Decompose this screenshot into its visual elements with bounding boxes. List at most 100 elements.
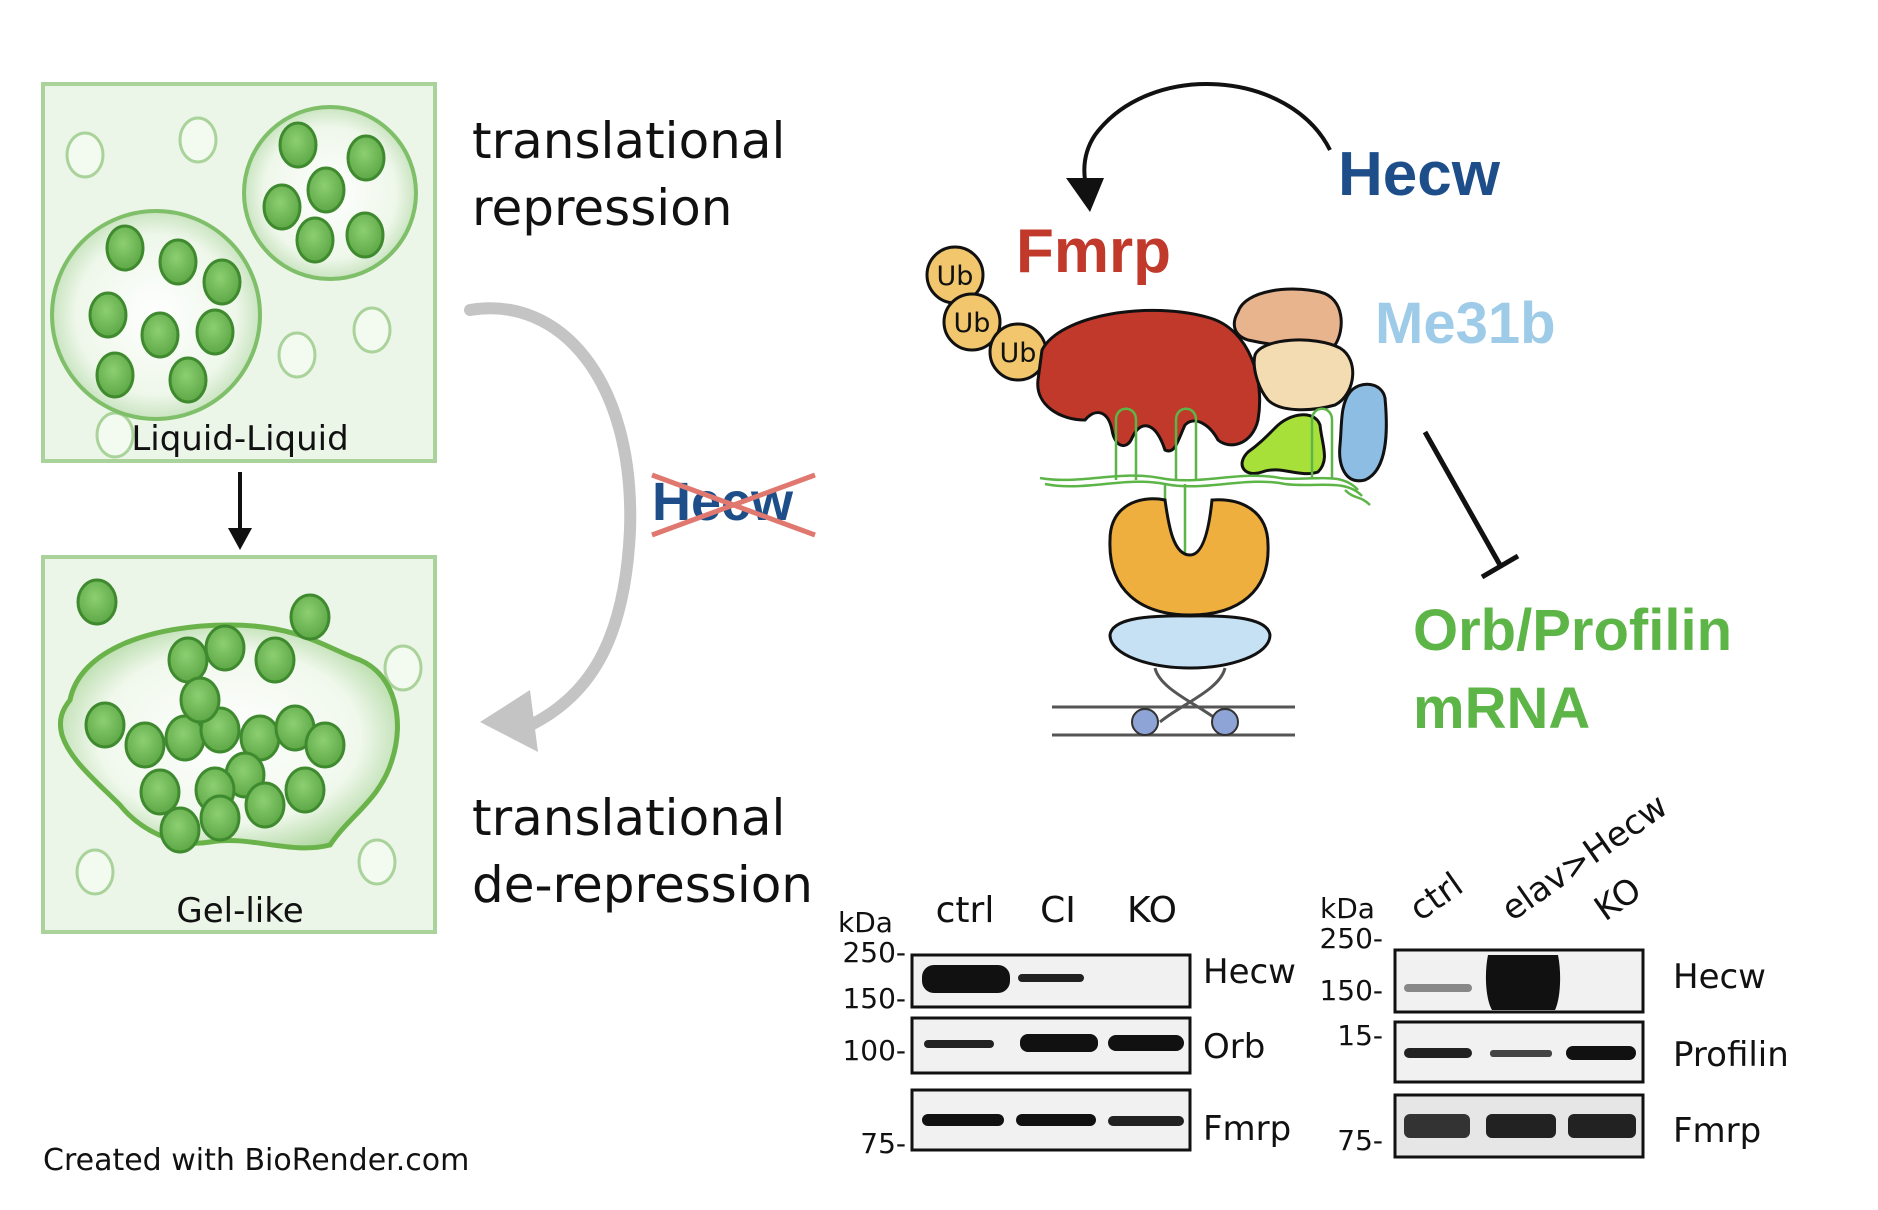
lane-elav-hecw: elav>Hecw [1494,786,1675,929]
down-arrow [228,472,252,550]
cross-line-2 [651,472,816,538]
lane-ci: CI [1040,890,1076,931]
band-fmrp-elav [1486,1114,1556,1138]
band-hecw-ci [1018,974,1084,982]
fmrp-label: Fmrp [1016,217,1171,286]
band-fmrp-ctrl [922,1114,1004,1126]
panel-label-liquid: Liquid-Liquid [131,419,348,459]
curved-transition-arrow [464,302,637,752]
band-fmrp-ko [1108,1116,1184,1126]
granule [262,183,302,231]
derepression-line1: translational [472,789,785,847]
kda-label-right: kDa [1320,892,1375,925]
protein-peach [1232,287,1343,349]
hecw-label: Hecw [1338,140,1501,209]
row-label-orb: Orb [1203,1027,1265,1067]
marker-150: 150- [842,982,906,1015]
granule [167,636,209,684]
ub-text-1: Ub [937,261,974,292]
motor-foot-right [1211,708,1239,736]
fmrp-protein [1036,308,1262,453]
empty-vesicle [383,644,423,692]
granule [84,701,126,749]
empty-vesicle [178,116,218,164]
ribosome-large-subunit [1108,497,1270,617]
empty-vesicle [75,848,115,896]
ub-tag-2 [942,292,1002,352]
granule [289,593,331,641]
protein-lime [1240,413,1326,476]
band-fmrp-ctrl-right [1404,1114,1470,1138]
empty-vesicle [277,331,317,379]
granule [179,676,221,724]
marker-100: 100- [842,1034,906,1067]
band-fmrp-ci [1016,1114,1096,1126]
me31b-label: Me31b [1375,291,1556,356]
empty-vesicle [357,838,397,886]
target-mrna-line2: mRNA [1413,676,1590,741]
granule [140,311,180,359]
band-orb-ci [1020,1034,1098,1052]
target-mrna-line1: Orb/Profilin [1413,598,1732,663]
ub-text-3: Ub [1000,338,1037,369]
granule [278,121,318,169]
gel-granules [76,578,346,854]
inhibition-arrow [1422,430,1520,580]
band-orb-ctrl [924,1040,994,1048]
granule [202,258,242,306]
repression-line1: translational [472,112,785,170]
granule [199,794,241,842]
granule [195,308,235,356]
ubiquitination-arrow [1066,82,1332,212]
band-fmrp-ko-right [1568,1114,1636,1138]
row-label-fmrp-right: Fmrp [1673,1111,1761,1151]
empty-vesicles [65,116,392,459]
lane-ko: KO [1127,890,1177,931]
granule [284,766,326,814]
row-label-hecw: Hecw [1203,952,1296,992]
marker-250: 250- [842,936,906,969]
band-hecw-elav [1485,955,1561,1010]
granule [105,224,145,272]
granule [124,721,166,769]
granule [306,166,346,214]
granule [346,134,386,182]
row-label-profilin: Profilin [1673,1035,1789,1075]
band-profilin-elav [1490,1050,1552,1057]
row-label-fmrp: Fmrp [1203,1109,1291,1149]
granule [158,238,198,286]
marker-250-right: 250- [1319,922,1383,955]
panel-label-gel: Gel-like [176,891,303,931]
granule [304,721,346,769]
motor-foot-left [1131,708,1159,736]
empty-vesicle [95,411,135,459]
row-label-hecw-right: Hecw [1673,957,1766,997]
ub-text-2: Ub [954,308,991,339]
granule [204,624,246,672]
microtubule-tracks [1052,667,1295,737]
band-orb-ko [1108,1035,1184,1051]
derepression-line2: de-repression [472,856,813,914]
lane-ctrl-right: ctrl [1402,865,1470,930]
condensed-granules [88,121,386,404]
granule [295,216,335,264]
lane-ctrl: ctrl [936,890,995,931]
repression-line2: repression [472,179,732,237]
me31b-protein [1338,382,1388,483]
hecw-loss-label: Hecw [651,472,816,538]
kda-label-left: kDa [838,906,893,939]
band-hecw-ctrl-right [1404,984,1472,992]
granule [345,211,385,259]
granule [168,356,208,404]
biorender-credit: Created with BioRender.com [43,1143,469,1178]
band-profilin-ko [1566,1046,1636,1060]
granule [88,291,128,339]
ribosome-small-subunit [1108,614,1272,670]
marker-75-right: 75- [1337,1124,1383,1157]
band-hecw-ctrl [922,965,1010,993]
band-profilin-ctrl [1404,1048,1472,1058]
granule [159,806,201,854]
ubiquitin-chain: Ub Ub Ub [925,245,1048,382]
liquid-liquid-panel: Liquid-Liquid [41,82,437,463]
